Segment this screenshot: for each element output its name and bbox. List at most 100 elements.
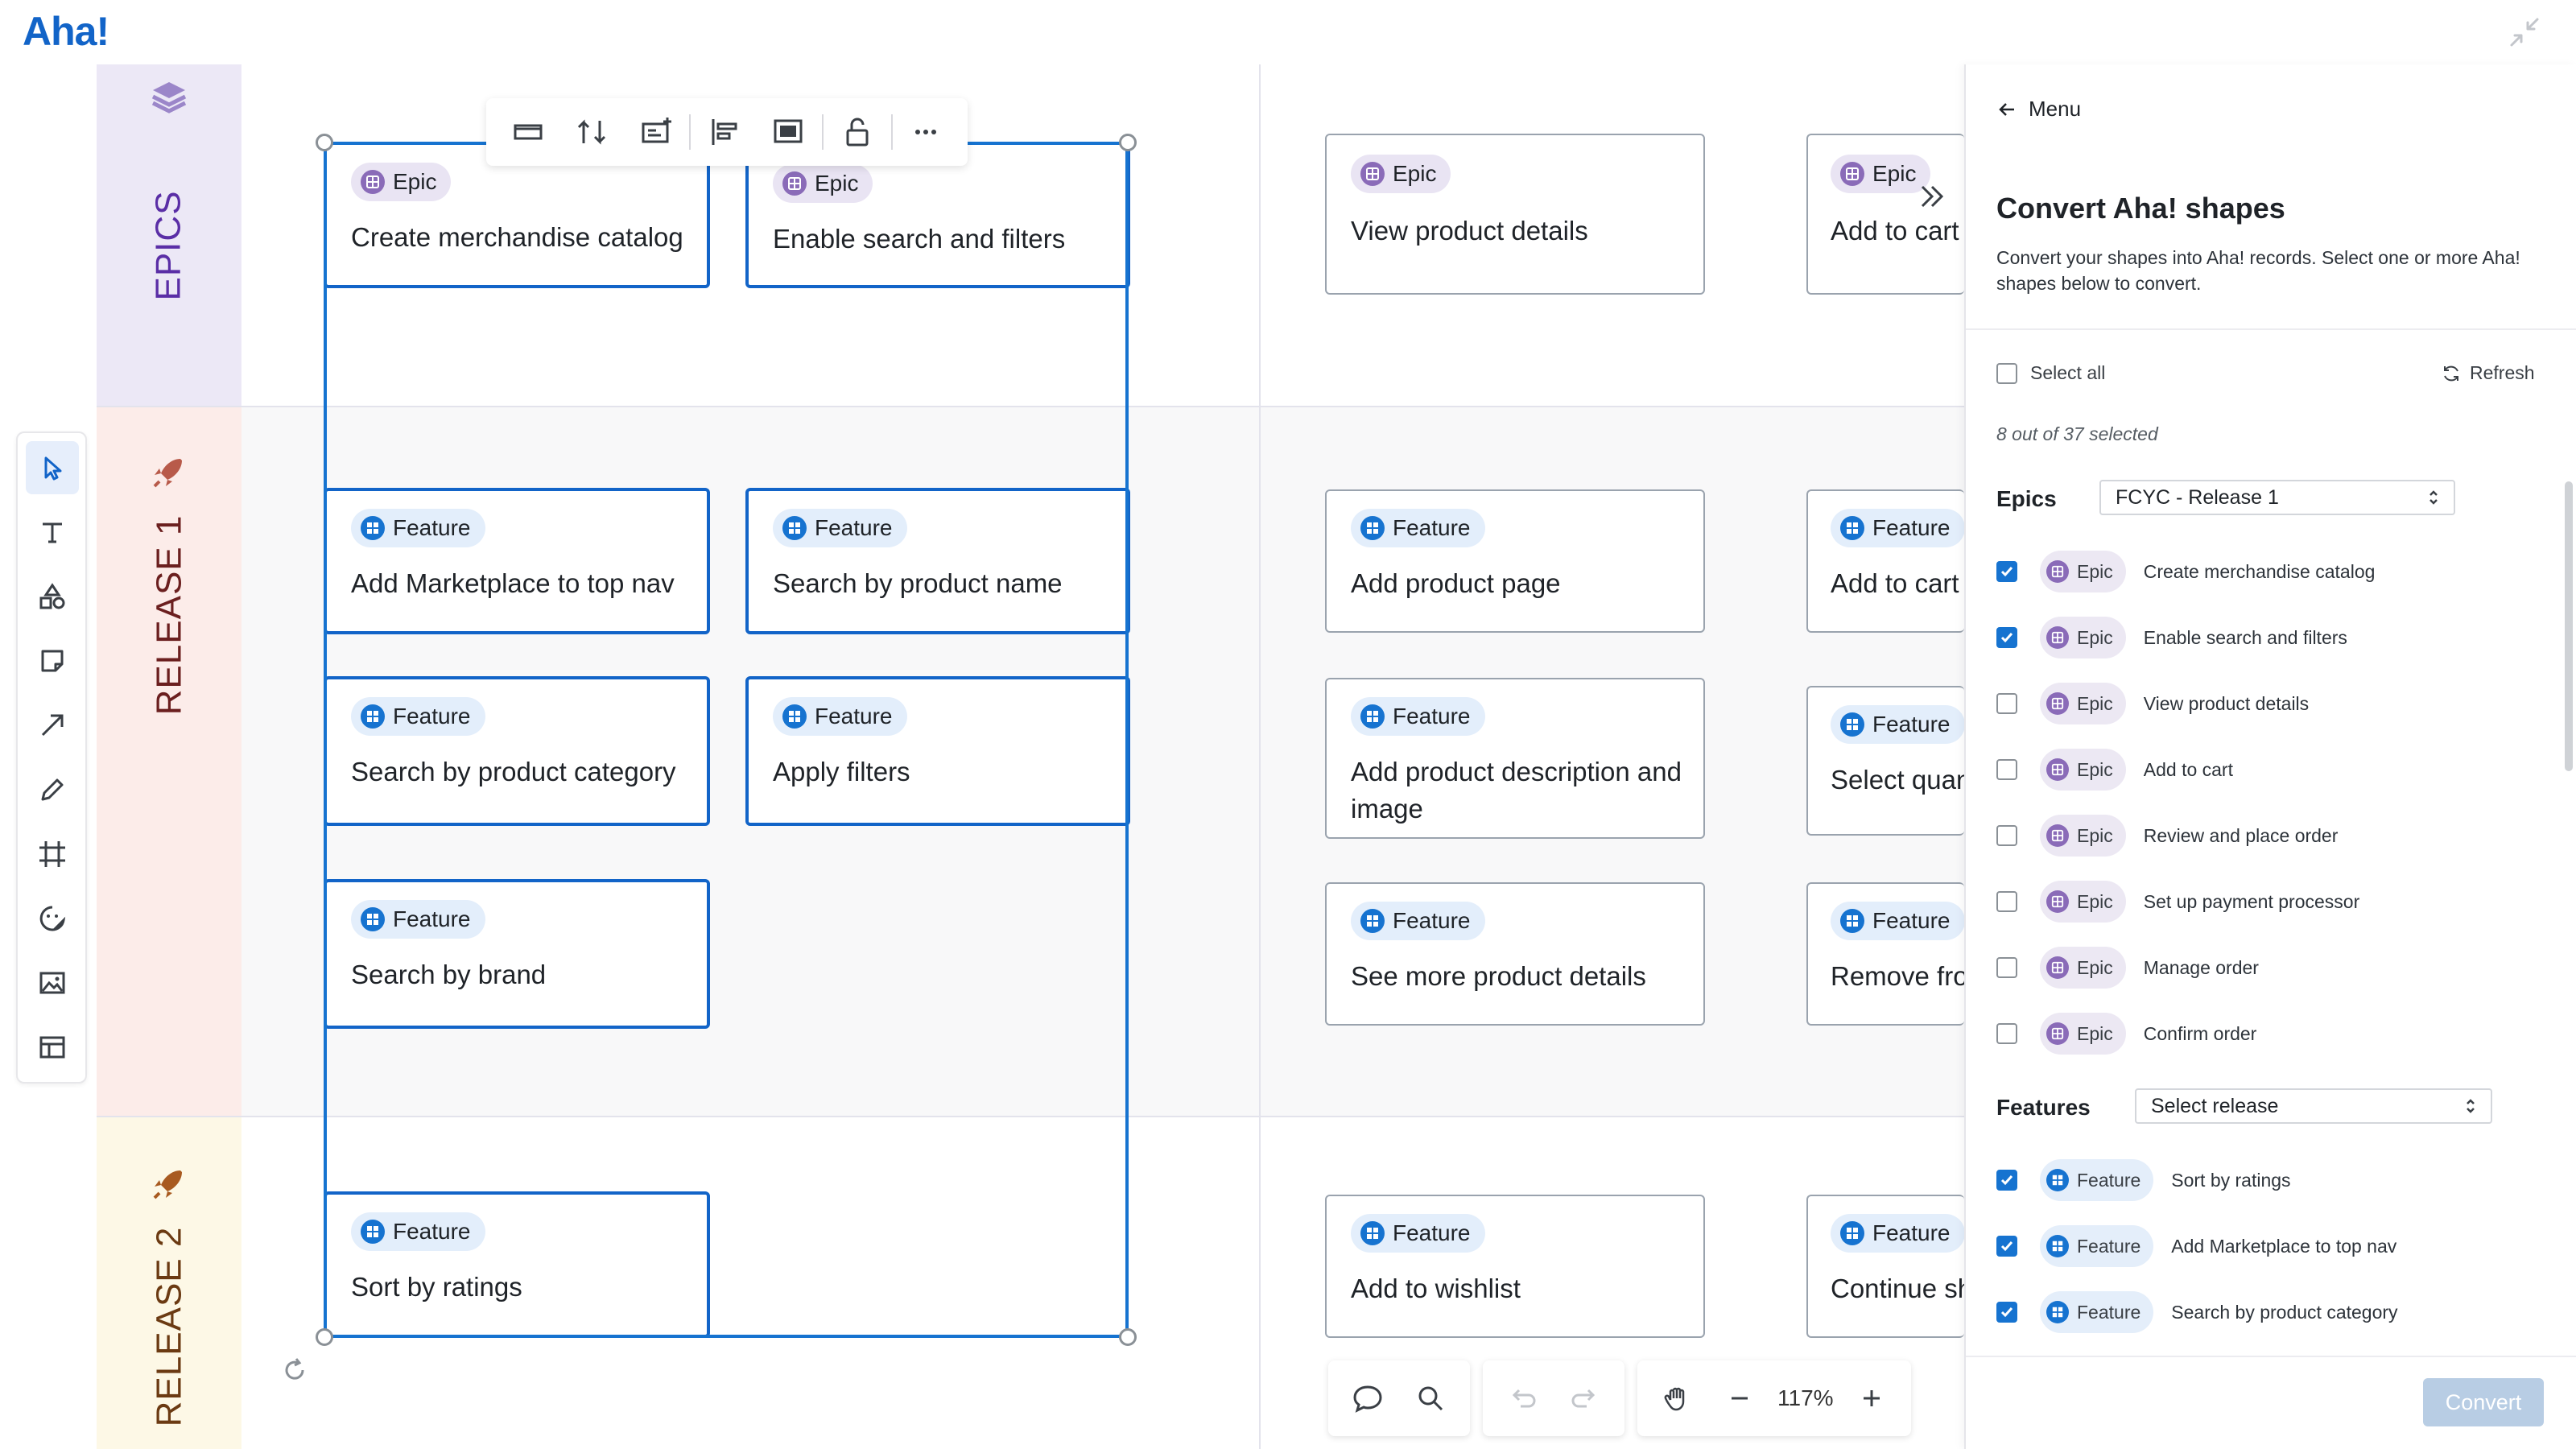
feature-icon bbox=[1360, 704, 1385, 729]
chevron-updown-icon bbox=[2467, 1099, 2475, 1113]
epic-badge: Epic bbox=[2040, 617, 2126, 658]
checkbox[interactable] bbox=[1996, 759, 2017, 780]
resize-handle[interactable] bbox=[1119, 134, 1137, 151]
pan-button[interactable] bbox=[1645, 1367, 1708, 1430]
convert-record-button[interactable] bbox=[624, 104, 687, 160]
checkbox[interactable] bbox=[1996, 561, 2017, 582]
chevrons-right-icon[interactable] bbox=[1908, 172, 1956, 221]
shapes-tool[interactable] bbox=[26, 570, 79, 623]
pen-tool[interactable] bbox=[26, 763, 79, 816]
record-name: Set up payment processor bbox=[2143, 890, 2360, 912]
checkbox[interactable] bbox=[1996, 825, 2017, 846]
feature-badge: Feature bbox=[351, 900, 485, 939]
card-feature[interactable]: Feature Search by brand bbox=[324, 879, 710, 1029]
divider bbox=[1966, 1356, 2576, 1357]
card-epic[interactable]: Epic Create merchandise catalog bbox=[324, 142, 710, 288]
card-feature[interactable]: Feature Add product page bbox=[1325, 489, 1705, 633]
card-feature[interactable]: Feature Search by product category bbox=[324, 676, 710, 826]
checkbox[interactable] bbox=[1996, 627, 2017, 648]
record-name: View product details bbox=[2143, 692, 2310, 714]
rotate-icon[interactable] bbox=[279, 1354, 311, 1386]
select-all-label: Select all bbox=[2030, 362, 2106, 383]
card-feature[interactable]: Feature Select quantity bbox=[1806, 686, 1964, 836]
select-all-checkbox[interactable]: Select all bbox=[1996, 362, 2105, 384]
card-title: Continue shopping bbox=[1831, 1274, 1964, 1303]
epic-badge: Epic bbox=[2040, 749, 2126, 791]
panel-scrollbar[interactable] bbox=[2565, 481, 2573, 771]
chevron-updown-icon bbox=[2429, 490, 2438, 505]
comment-button[interactable] bbox=[1336, 1367, 1399, 1430]
checkbox[interactable] bbox=[1996, 1170, 2017, 1191]
search-button[interactable] bbox=[1399, 1367, 1462, 1430]
card-feature[interactable]: Feature Add to cart bbox=[1806, 489, 1964, 633]
zoom-out-button[interactable] bbox=[1708, 1367, 1771, 1430]
card-feature[interactable]: Feature Add to wishlist bbox=[1325, 1195, 1705, 1338]
aha-logo[interactable]: Aha! bbox=[23, 9, 109, 54]
image-tool[interactable] bbox=[26, 956, 79, 1009]
swap-button[interactable] bbox=[559, 104, 623, 160]
layout-button[interactable] bbox=[757, 104, 820, 160]
template-tool[interactable] bbox=[26, 1021, 79, 1074]
feature-icon bbox=[361, 1220, 385, 1244]
frame-tool[interactable] bbox=[26, 828, 79, 881]
feature-icon bbox=[2046, 1301, 2069, 1323]
text-tool[interactable] bbox=[26, 506, 79, 559]
collapse-icon[interactable] bbox=[2505, 13, 2544, 52]
resize-handle[interactable] bbox=[1119, 1328, 1137, 1346]
epics-release-select[interactable]: FCYC - Release 1 bbox=[2099, 480, 2455, 515]
card-feature[interactable]: Feature Remove from cart bbox=[1806, 882, 1964, 1026]
layers-icon bbox=[151, 82, 187, 114]
refresh-button[interactable]: Refresh bbox=[2441, 362, 2535, 384]
panel-title: Convert Aha! shapes bbox=[1996, 192, 2285, 225]
checkbox[interactable] bbox=[1996, 1023, 2017, 1044]
card-epic[interactable]: Epic Enable search and filters bbox=[745, 142, 1130, 288]
checkbox[interactable] bbox=[1996, 957, 2017, 978]
resize-handle[interactable] bbox=[316, 134, 333, 151]
checkbox[interactable] bbox=[1996, 891, 2017, 912]
checkbox[interactable] bbox=[1996, 1236, 2017, 1257]
convert-button[interactable]: Convert bbox=[2423, 1378, 2544, 1426]
card-feature[interactable]: Feature Apply filters bbox=[745, 676, 1130, 826]
select-tool[interactable] bbox=[26, 441, 79, 494]
menu-back-link[interactable]: Menu bbox=[1996, 97, 2081, 122]
checkbox[interactable] bbox=[1996, 362, 2017, 384]
align-button[interactable] bbox=[692, 104, 756, 160]
selection-frame[interactable] bbox=[316, 134, 1137, 1346]
resize-handle[interactable] bbox=[316, 1328, 333, 1346]
zoom-in-button[interactable] bbox=[1840, 1367, 1903, 1430]
sticker-tool[interactable] bbox=[26, 892, 79, 945]
zoom-level[interactable]: 117% bbox=[1777, 1385, 1834, 1410]
card-feature[interactable]: Feature Continue shopping bbox=[1806, 1195, 1964, 1338]
card-epic[interactable]: Epic Add to cart bbox=[1806, 134, 1964, 295]
undo-button[interactable] bbox=[1491, 1367, 1554, 1430]
card-feature[interactable]: Feature See more product details bbox=[1325, 882, 1705, 1026]
arrow-tool[interactable] bbox=[26, 699, 79, 752]
redo-icon bbox=[1571, 1389, 1596, 1408]
record-name: Enable search and filters bbox=[2143, 626, 2347, 648]
redo-button[interactable] bbox=[1554, 1367, 1616, 1430]
epic-badge: Epic bbox=[1831, 155, 1931, 193]
checkbox[interactable] bbox=[1996, 693, 2017, 714]
card-style-button[interactable] bbox=[496, 104, 559, 160]
more-button[interactable] bbox=[894, 104, 958, 160]
features-release-select[interactable]: Select release bbox=[2135, 1088, 2492, 1124]
checkbox[interactable] bbox=[1996, 1302, 2017, 1323]
card-feature[interactable]: Feature Add product description and imag… bbox=[1325, 678, 1705, 839]
rocket-icon bbox=[153, 1170, 182, 1199]
card-feature[interactable]: Feature Add Marketplace to top nav bbox=[324, 488, 710, 634]
sticky-note-tool[interactable] bbox=[26, 634, 79, 687]
lock-button[interactable] bbox=[825, 104, 889, 160]
epic-record-row[interactable]: Epic Enable search and filters bbox=[1996, 613, 2347, 662]
card-epic[interactable]: Epic View product details bbox=[1325, 134, 1705, 295]
card-feature[interactable]: Feature Search by product name bbox=[745, 488, 1130, 634]
